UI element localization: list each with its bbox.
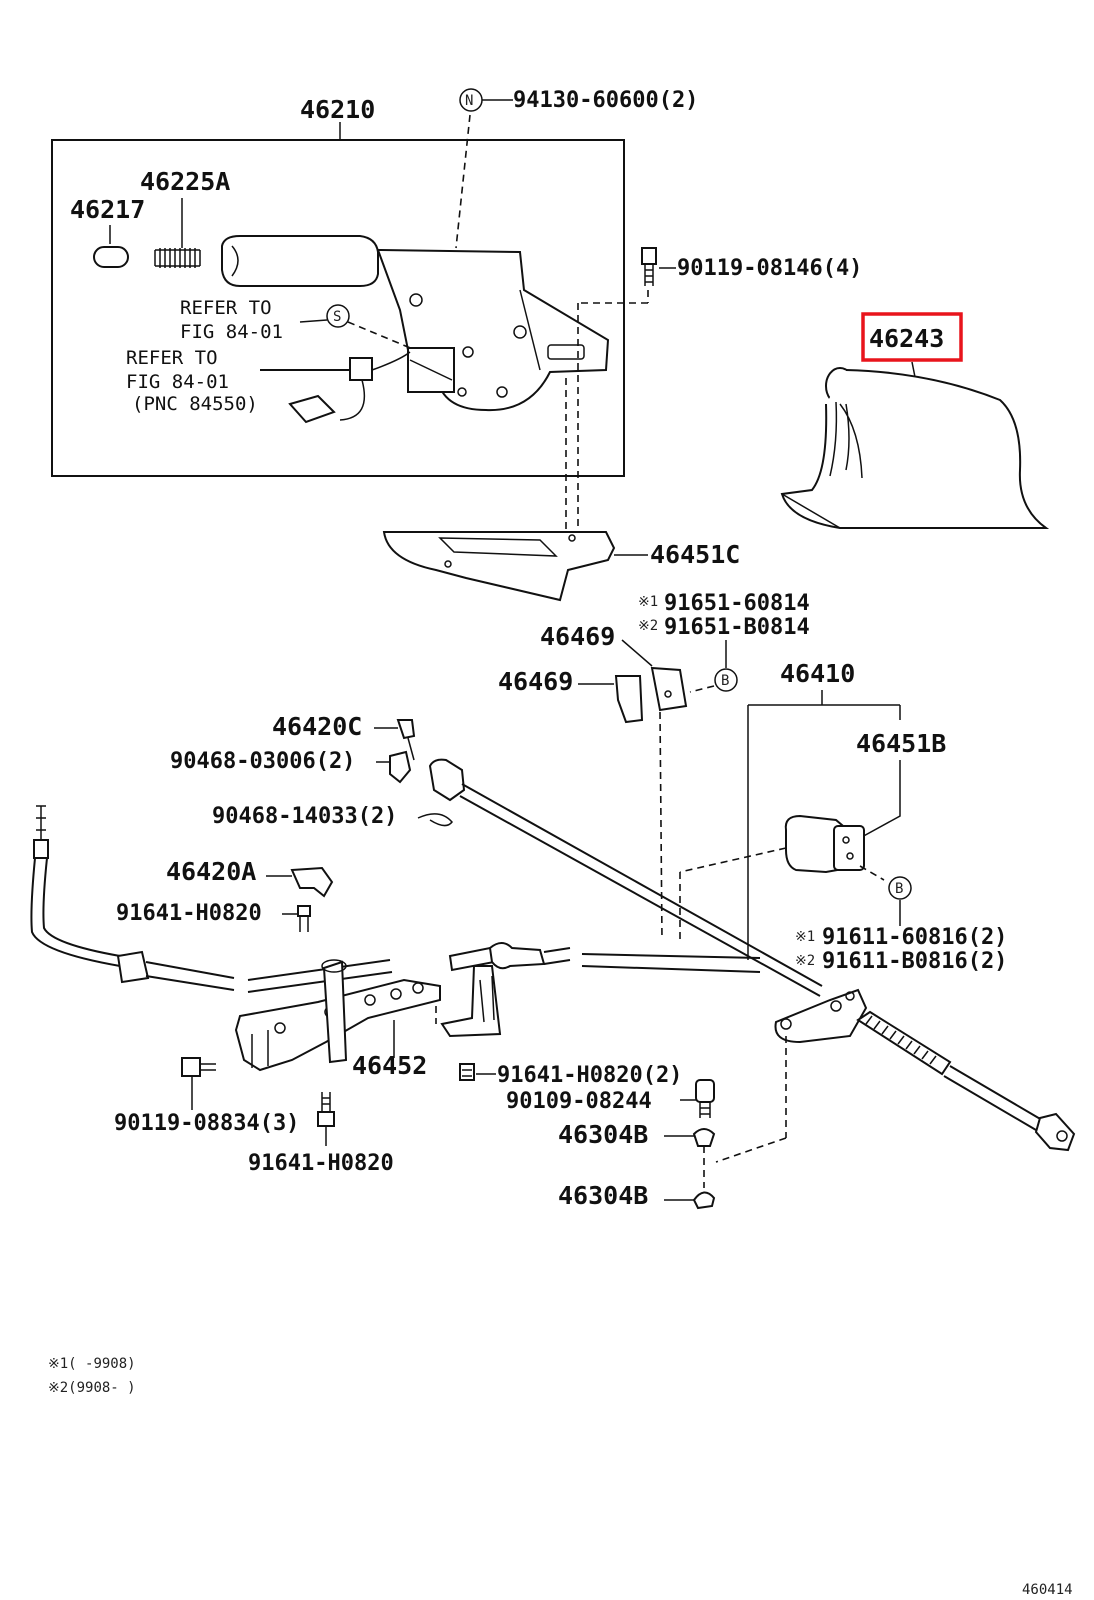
circle-b-text-1: B xyxy=(721,673,729,689)
label-pnc-84550[interactable]: (PNC 84550) xyxy=(132,393,258,415)
label-91641-H0820-upper[interactable]: 91641-H0820 xyxy=(116,901,262,926)
part-cable-middle[interactable] xyxy=(247,942,761,993)
part-46451B-clamp[interactable] xyxy=(784,814,865,874)
label-fig-84-01-2[interactable]: FIG 84-01 xyxy=(126,371,229,393)
label-91651-60814[interactable]: 91651-60814 xyxy=(664,591,810,616)
label-90119-08834[interactable]: 90119-08834(3) xyxy=(114,1111,299,1136)
circle-b-marker-2 xyxy=(888,876,912,900)
circle-s-marker xyxy=(326,304,350,328)
part-90468-03006-clip[interactable] xyxy=(389,750,412,784)
part-46304B-washer-upper[interactable] xyxy=(692,1128,716,1147)
label-fig-84-01-1[interactable]: FIG 84-01 xyxy=(180,321,283,343)
label-46410[interactable]: 46410 xyxy=(780,659,855,688)
label-refer-to-2[interactable]: REFER TO xyxy=(126,347,218,369)
part-46420A-clamp[interactable] xyxy=(290,866,334,898)
part-46217-grip-cap[interactable] xyxy=(93,246,129,268)
part-46451C-plate[interactable] xyxy=(382,531,616,602)
part-90119-08834-bolt[interactable] xyxy=(181,1057,216,1077)
label-91651-B0814[interactable]: 91651-B0814 xyxy=(664,615,810,640)
mark-2-91611: ※2 xyxy=(795,953,815,969)
part-equalizer[interactable] xyxy=(774,988,868,1044)
circle-b-text-2: B xyxy=(895,881,903,897)
part-91641-H0820-bolt-lower[interactable] xyxy=(317,1092,335,1127)
label-refer-to-1[interactable]: REFER TO xyxy=(180,297,272,319)
part-cable-left[interactable] xyxy=(30,805,235,991)
label-90468-03006[interactable]: 90468-03006(2) xyxy=(170,749,355,774)
circle-n-text: N xyxy=(465,93,473,109)
label-91641-H0820-2[interactable]: 91641-H0820(2) xyxy=(497,1063,682,1088)
label-46304B-upper[interactable]: 46304B xyxy=(558,1120,648,1149)
label-90109-08244[interactable]: 90109-08244 xyxy=(506,1089,652,1114)
part-46243-lever-boot[interactable] xyxy=(780,367,1050,529)
label-46243[interactable]: 46243 xyxy=(869,324,944,353)
label-46451C[interactable]: 46451C xyxy=(650,540,740,569)
part-cable-front[interactable] xyxy=(428,758,823,997)
highlight-box-46243 xyxy=(861,312,963,362)
part-46420C-bolt[interactable] xyxy=(396,719,416,761)
part-90468-14033-clip[interactable] xyxy=(417,813,453,827)
label-46225A[interactable]: 46225A xyxy=(140,167,230,196)
lever-assembly-frame xyxy=(51,139,625,477)
label-46210[interactable]: 46210 xyxy=(300,95,375,124)
part-91641-H0820-bolt-upper[interactable] xyxy=(297,905,311,932)
label-94130-60600[interactable]: 94130-60600(2) xyxy=(513,88,698,113)
circle-s-text: S xyxy=(333,309,341,325)
circle-b-marker-1 xyxy=(714,668,738,692)
label-46469-upper[interactable]: 46469 xyxy=(540,622,615,651)
label-90119-08146[interactable]: 90119-08146(4) xyxy=(677,256,862,281)
part-90119-08146-bolt[interactable] xyxy=(641,247,657,286)
part-cable-rear[interactable] xyxy=(856,1010,1076,1152)
label-90468-14033[interactable]: 90468-14033(2) xyxy=(212,804,397,829)
label-91611-60816[interactable]: 91611-60816(2) xyxy=(822,925,1007,950)
part-46452-bracket[interactable] xyxy=(234,959,441,1072)
mark-1-91651: ※1 xyxy=(638,594,658,610)
part-91641-H0820-bolt-mid[interactable] xyxy=(459,1063,475,1081)
mark-1-91611: ※1 xyxy=(795,929,815,945)
part-cable-bracket-right[interactable] xyxy=(440,965,502,1038)
label-46452[interactable]: 46452 xyxy=(352,1051,427,1080)
label-46304B-lower[interactable]: 46304B xyxy=(558,1181,648,1210)
label-46420A[interactable]: 46420A xyxy=(166,857,256,886)
label-46469-lower[interactable]: 46469 xyxy=(498,667,573,696)
part-46225A-spring[interactable] xyxy=(154,248,201,268)
mark-2-91651: ※2 xyxy=(638,618,658,634)
part-harness-connector[interactable] xyxy=(288,351,411,424)
figure-id: 460414 xyxy=(1022,1582,1073,1598)
part-46304B-washer-lower[interactable] xyxy=(692,1191,716,1210)
part-46469-bracket[interactable] xyxy=(614,666,688,724)
part-90109-08244-bolt[interactable] xyxy=(695,1079,715,1118)
note-2: ※2(9908- ) xyxy=(48,1380,136,1396)
label-46451B[interactable]: 46451B xyxy=(856,729,946,758)
label-91641-H0820-lower[interactable]: 91641-H0820 xyxy=(248,1151,394,1176)
label-46217[interactable]: 46217 xyxy=(70,195,145,224)
note-1: ※1( -9908) xyxy=(48,1356,136,1372)
label-46420C[interactable]: 46420C xyxy=(272,712,362,741)
label-91611-B0816[interactable]: 91611-B0816(2) xyxy=(822,949,1007,974)
